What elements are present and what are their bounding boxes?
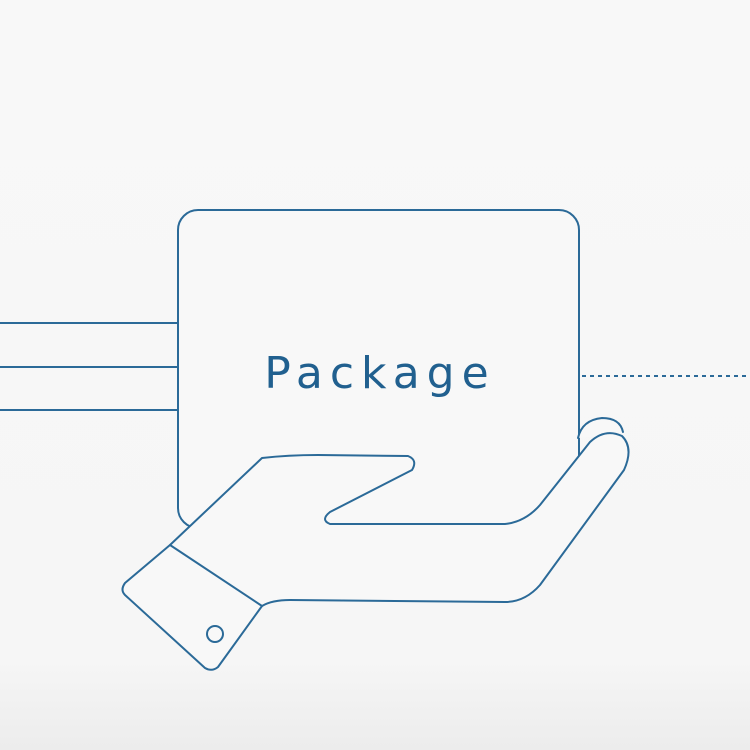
package-label: Package <box>264 347 496 399</box>
sleeve-cuff <box>121 544 263 671</box>
hand-holding-icon <box>169 417 630 607</box>
cuff-outline <box>121 544 263 671</box>
incoming-lines <box>0 322 178 411</box>
hand-palm <box>169 432 630 607</box>
cuff-button <box>206 625 224 643</box>
